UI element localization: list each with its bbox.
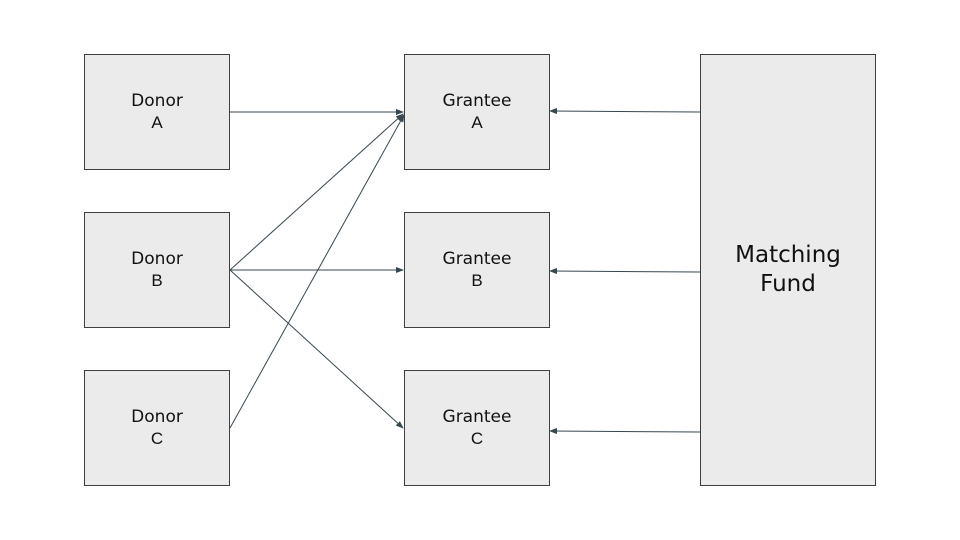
edge-donor-c-grantee-a bbox=[229, 114, 405, 429]
donor-c-box: Donor C bbox=[84, 370, 230, 486]
donor-b-box: Donor B bbox=[84, 212, 230, 328]
grantee-a-title: Grantee bbox=[442, 91, 512, 111]
edge-fund-grantee-b bbox=[549, 268, 701, 275]
grantee-c-letter: C bbox=[470, 429, 484, 448]
matching-fund-line2: Fund bbox=[760, 271, 816, 297]
donor-a-title: Donor bbox=[131, 91, 183, 111]
matching-fund-line1: Matching bbox=[735, 242, 841, 268]
edge-fund-grantee-a bbox=[549, 108, 701, 115]
grantee-b-box: Grantee B bbox=[404, 212, 550, 328]
grantee-a-letter: A bbox=[471, 113, 483, 132]
grantee-c-title: Grantee bbox=[442, 407, 512, 427]
grantee-b-title: Grantee bbox=[442, 249, 512, 269]
donor-a-letter: A bbox=[151, 113, 163, 132]
edge-fund-grantee-c bbox=[549, 428, 701, 435]
edge-donor-b-grantee-a bbox=[229, 113, 404, 271]
grantee-b-letter: B bbox=[471, 271, 483, 290]
donor-a-box: Donor A bbox=[84, 54, 230, 170]
grantee-c-box: Grantee C bbox=[404, 370, 550, 486]
donor-c-letter: C bbox=[150, 429, 164, 448]
donor-b-letter: B bbox=[151, 271, 163, 290]
grantee-a-box: Grantee A bbox=[404, 54, 550, 170]
donor-b-title: Donor bbox=[131, 249, 183, 269]
donor-c-title: Donor bbox=[131, 407, 183, 427]
matching-fund-box: Matching Fund bbox=[700, 54, 876, 486]
edge-donor-b-grantee-c bbox=[229, 269, 404, 429]
